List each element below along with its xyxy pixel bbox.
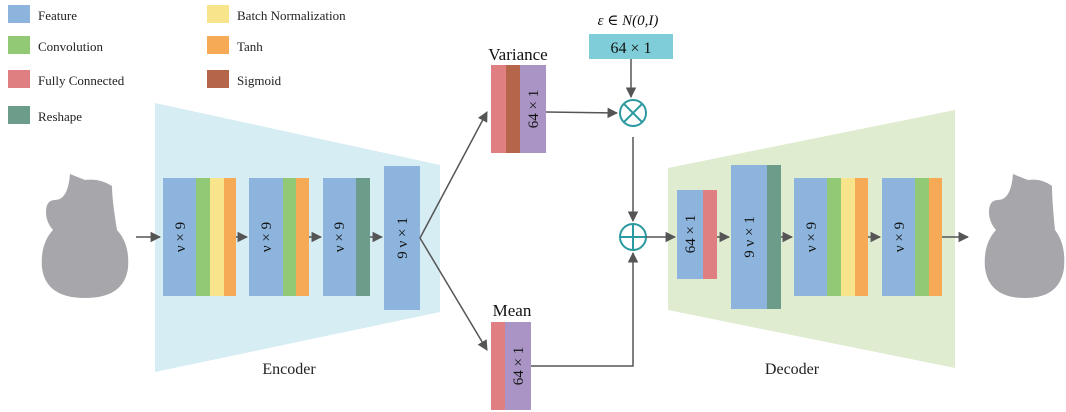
encoder-block-1-label: ν × 9 xyxy=(173,222,189,252)
legend-label-reshape: Reshape xyxy=(38,109,82,124)
feature-layer xyxy=(731,165,767,309)
epsilon-formula: ε ∈ N(0,I) xyxy=(598,13,659,29)
legend-item-tanh: Tanh xyxy=(207,36,263,54)
legend-swatch-batch-normalization xyxy=(207,5,229,23)
input-guitar-silhouette-icon xyxy=(41,174,129,298)
feature-layer xyxy=(882,178,915,296)
convolution-layer xyxy=(196,178,210,296)
legend-item-reshape: Reshape xyxy=(8,106,82,124)
convolution-layer xyxy=(915,178,929,296)
legend-label-feature: Feature xyxy=(38,8,77,23)
decoder-block-1-label: 64 × 1 xyxy=(683,215,699,253)
arrow-variance-to-multiply xyxy=(545,107,619,119)
encoder-block-2: ν × 9 xyxy=(249,178,309,296)
batch-normalization-layer xyxy=(841,178,855,296)
decoder-block-4-label: ν × 9 xyxy=(892,222,908,252)
legend-label-batch-normalization: Batch Normalization xyxy=(237,8,346,23)
encoder-label: Encoder xyxy=(262,361,316,378)
tanh-layer xyxy=(855,178,868,296)
legend-swatch-convolution xyxy=(8,36,30,54)
legend-label-convolution: Convolution xyxy=(38,39,104,54)
encoder-block-4-label: 9 ν × 1 xyxy=(395,217,411,259)
decoder-block-1: 64 × 1 xyxy=(677,190,717,279)
decoder-label: Decoder xyxy=(765,361,820,378)
convolution-layer xyxy=(827,178,841,296)
legend-item-sigmoid: Sigmoid xyxy=(207,70,282,88)
legend-swatch-fully-connected xyxy=(8,70,30,88)
encoder-block-3-label: ν × 9 xyxy=(332,222,348,252)
encoder-block-3: ν × 9 xyxy=(323,178,370,296)
decoder-block-2-label: 9 ν × 1 xyxy=(742,216,758,258)
encoder-block-4: 9 ν × 1 xyxy=(384,166,420,310)
reshape-layer xyxy=(356,178,370,296)
legend-item-fully-connected: Fully Connected xyxy=(8,70,125,88)
sigmoid-layer xyxy=(506,65,520,153)
legend: Feature Convolution Fully Connected Resh… xyxy=(8,5,346,124)
multiply-operator-icon xyxy=(619,99,647,127)
feature-layer xyxy=(163,178,196,296)
mean-title: Mean xyxy=(493,301,532,320)
tanh-layer xyxy=(296,178,309,296)
legend-label-tanh: Tanh xyxy=(237,39,263,54)
tanh-layer xyxy=(224,178,236,296)
mean-block: 64 × 1 xyxy=(491,322,531,410)
mean-label: 64 × 1 xyxy=(511,347,527,385)
legend-item-convolution: Convolution xyxy=(8,36,104,54)
feature-layer xyxy=(384,166,420,310)
output-guitar-silhouette-icon xyxy=(984,174,1065,298)
decoder-block-2: 9 ν × 1 xyxy=(731,165,781,309)
feature-layer xyxy=(677,190,703,279)
decoder-block-3-label: ν × 9 xyxy=(804,222,820,252)
legend-swatch-sigmoid xyxy=(207,70,229,88)
decoder-block-3: ν × 9 xyxy=(794,178,868,296)
convolution-layer xyxy=(283,178,296,296)
epsilon-label: 64 × 1 xyxy=(610,40,651,57)
fully-connected-layer xyxy=(703,190,717,279)
encoder-block-1: ν × 9 xyxy=(163,178,236,296)
legend-swatch-feature xyxy=(8,5,30,23)
arrow-to-mean xyxy=(419,237,488,351)
variance-label: 64 × 1 xyxy=(526,90,542,128)
feature-layer xyxy=(505,322,531,410)
variance-block: 64 × 1 xyxy=(491,65,546,153)
fully-connected-layer xyxy=(491,322,505,410)
legend-item-feature: Feature xyxy=(8,5,77,23)
tanh-layer xyxy=(929,178,942,296)
variance-title: Variance xyxy=(488,45,547,64)
batch-normalization-layer xyxy=(210,178,224,296)
reshape-layer xyxy=(767,165,781,309)
encoder-block-2-label: ν × 9 xyxy=(259,222,275,252)
legend-swatch-reshape xyxy=(8,106,30,124)
legend-label-fully-connected: Fully Connected xyxy=(38,73,125,88)
feature-layer xyxy=(323,178,356,296)
legend-label-sigmoid: Sigmoid xyxy=(237,73,282,88)
feature-layer xyxy=(520,65,546,153)
legend-swatch-tanh xyxy=(207,36,229,54)
arrow-to-variance xyxy=(419,111,488,239)
legend-item-batch-normalization: Batch Normalization xyxy=(207,5,346,23)
add-operator-icon xyxy=(619,223,647,251)
feature-layer xyxy=(249,178,283,296)
feature-layer xyxy=(794,178,827,296)
arrow-mean-to-add xyxy=(531,251,639,367)
decoder-block-4: ν × 9 xyxy=(882,178,942,296)
fully-connected-layer xyxy=(491,65,506,153)
epsilon-box xyxy=(589,34,673,59)
